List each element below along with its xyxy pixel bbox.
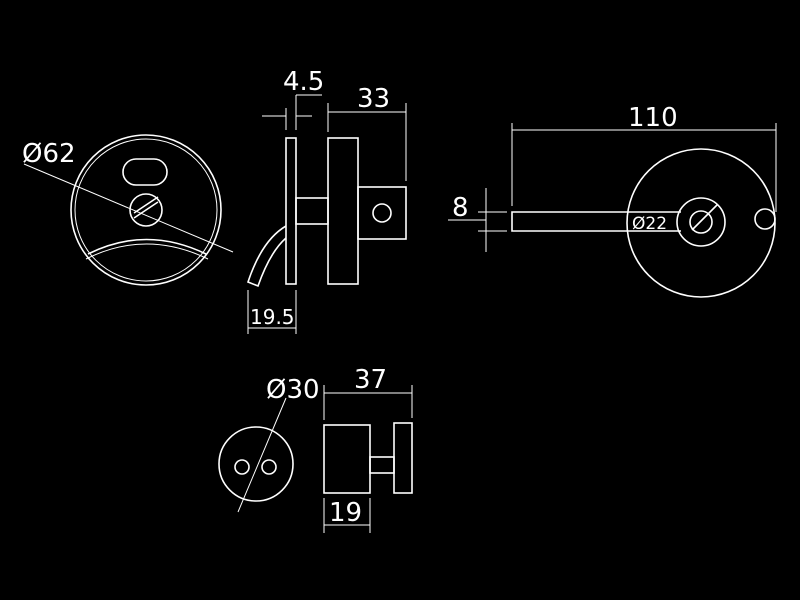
lever-length-label: 110 xyxy=(628,103,678,133)
indicator-diameter-label: Ø30 xyxy=(266,375,320,405)
rose-front-view: Ø62 xyxy=(22,134,234,286)
indicator-body-label: 19 xyxy=(329,498,362,528)
lever-width-label: 8 xyxy=(452,193,469,223)
lever-offset-label: 19.5 xyxy=(250,305,295,329)
plate-thickness-label: 4.5 xyxy=(283,67,324,97)
side-depth-label: 33 xyxy=(357,84,390,114)
lever-top-view: 110 8 Ø22 xyxy=(448,103,777,298)
rose-diameter-leader xyxy=(23,163,234,253)
indicator-side-view: 37 19 xyxy=(323,365,413,533)
boss-diameter-label: Ø22 xyxy=(632,214,667,234)
side-view: 4.5 33 19.5 xyxy=(247,67,407,334)
indicator-front-view: Ø30 xyxy=(218,375,320,513)
rose-diameter-label: Ø62 xyxy=(22,139,76,169)
indicator-depth-label: 37 xyxy=(354,365,387,395)
